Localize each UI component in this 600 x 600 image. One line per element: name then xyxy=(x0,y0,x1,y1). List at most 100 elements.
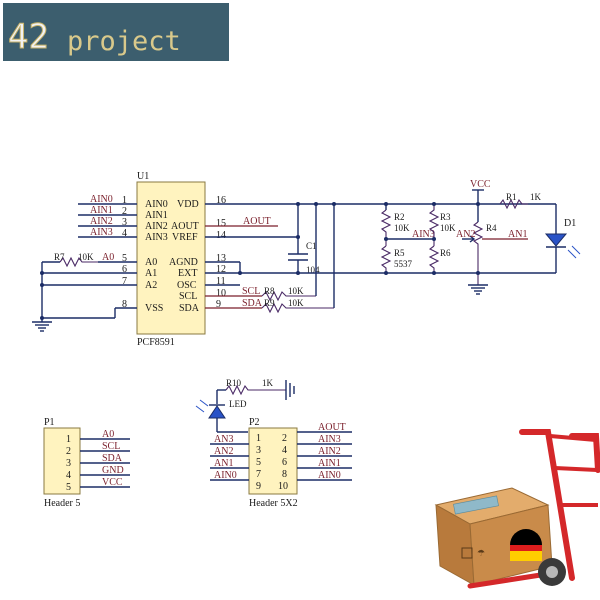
u1-pin12-name: EXT xyxy=(178,268,197,279)
r2-value: 10K xyxy=(394,223,410,233)
u1-pin11-name: OSC xyxy=(177,280,197,291)
trolley-handle-left xyxy=(519,429,575,581)
u1-pin5-net: A0 xyxy=(102,252,114,263)
trolley-crossbar-top xyxy=(549,434,597,442)
u1-left-pins xyxy=(42,203,137,309)
u1-pin9-num: 9 xyxy=(216,299,221,310)
vcc-label: VCC xyxy=(470,179,491,190)
flag-red-band xyxy=(510,545,542,551)
u1-pin1-num: 1 xyxy=(122,195,127,206)
logo-background xyxy=(3,3,229,61)
p2-row2-lnet: AN3 xyxy=(214,434,233,445)
u1-pin4-net: AIN3 xyxy=(90,227,113,238)
u1-pin1-net: AIN0 xyxy=(90,194,113,205)
u1-pin11-num: 11 xyxy=(216,276,226,287)
p1-pin3-net: SDA xyxy=(102,453,123,464)
r4-potentiometer xyxy=(472,221,484,285)
d1-ref: D1 xyxy=(564,218,576,229)
u1-pin15-name: AOUT xyxy=(171,221,199,232)
sensor-network: R2 10K R5 5537 AIN3 R3 10K R6 AN2 R4 AN1… xyxy=(380,179,581,295)
u1-chip: U1 PCF8591 AIN0 AIN1 AIN2 AIN3 A0 1 2 3 … xyxy=(42,171,226,348)
u1-pin3-net: AIN2 xyxy=(90,216,113,227)
brand-logo: 42 project xyxy=(3,3,229,61)
p2-row3-rnet: AIN2 xyxy=(318,446,341,457)
u1-pin12-num: 12 xyxy=(216,264,226,275)
p2-pin2: 2 xyxy=(282,433,287,444)
p2-row5-rnet: AIN0 xyxy=(318,470,341,481)
u1-ref: U1 xyxy=(137,171,149,182)
led-light-arrows xyxy=(195,399,209,413)
p1-pin1-net: A0 xyxy=(102,429,114,440)
p1-body xyxy=(43,427,81,495)
u1-pin4-num: 4 xyxy=(122,228,127,239)
r10-resistor xyxy=(225,384,286,396)
r3-ref: R3 xyxy=(440,212,451,222)
u1-pin8-num: 8 xyxy=(122,299,127,310)
p2-pin1: 1 xyxy=(256,433,261,444)
umbrella-icon: ☂ xyxy=(477,549,485,559)
p1-name: Header 5 xyxy=(44,498,80,509)
u1-pin6-num: 6 xyxy=(122,264,127,275)
u1-pin5-name: A0 xyxy=(145,257,157,268)
p1-pin3-num: 3 xyxy=(66,458,71,469)
r1-ref: R1 xyxy=(506,192,517,202)
scl-net-label: SCL xyxy=(242,286,260,297)
u1-pin16-num: 16 xyxy=(216,195,226,206)
u1-part: PCF8591 xyxy=(137,337,175,348)
p2-name: Header 5X2 xyxy=(249,498,298,509)
c1-value: 104 xyxy=(306,265,320,275)
p2-row4-rnet: AIN1 xyxy=(318,458,341,469)
p2-pin10: 10 xyxy=(278,481,288,492)
ground-symbol-left xyxy=(32,321,52,332)
trolley-handle-right xyxy=(569,433,600,473)
p2-row1-rnet: AOUT xyxy=(318,422,346,433)
u1-body xyxy=(136,181,206,335)
led-circuit: R10 1K LED xyxy=(195,378,295,433)
p1-ref: P1 xyxy=(44,417,55,428)
r7-ref: R7 xyxy=(54,252,65,262)
u1-pin8-name: VSS xyxy=(145,303,163,314)
p2-body xyxy=(248,427,298,495)
p2-pin3: 3 xyxy=(256,445,261,456)
p2-header: P2 Header 5X2 AN3 AN2 AN1 AIN0 1 3 5 7 9… xyxy=(210,417,352,509)
ground-symbol-right xyxy=(468,284,488,295)
u1-pin3-num: 3 xyxy=(122,217,127,228)
p2-pin9: 9 xyxy=(256,481,261,492)
aout-net-label: AOUT xyxy=(243,216,271,227)
r4-ref: R4 xyxy=(486,223,497,233)
p2-pin4: 4 xyxy=(282,445,287,456)
p2-pin5: 5 xyxy=(256,457,261,468)
r5-ref: R5 xyxy=(394,248,405,258)
u1-pin2-num: 2 xyxy=(122,206,127,217)
led-symbol xyxy=(208,405,226,419)
r3-value: 10K xyxy=(440,223,456,233)
led-ref: LED xyxy=(229,399,247,409)
d1-led-symbol xyxy=(544,233,568,247)
p1-pin4-num: 4 xyxy=(66,470,71,481)
logo-word: project xyxy=(67,26,181,57)
p1-pin5-net: VCC xyxy=(102,477,123,488)
r9-value: 10K xyxy=(288,298,304,308)
p2-row5-lnet: AIN0 xyxy=(214,470,237,481)
u1-pin3-name: AIN2 xyxy=(145,221,168,232)
r6-ref: R6 xyxy=(440,248,451,258)
r8-ref: R8 xyxy=(264,286,275,296)
u1-pin7-name: A2 xyxy=(145,280,157,291)
r8-resistor xyxy=(261,290,316,302)
logo-number: 42 xyxy=(8,17,49,57)
c1-ref: C1 xyxy=(306,241,317,251)
an1-net-label: AN1 xyxy=(508,229,527,240)
r10-value: 1K xyxy=(262,378,274,388)
p2-row4-lnet: AN1 xyxy=(214,458,233,469)
d1-light-arrows xyxy=(567,245,581,259)
p2-row3-lnet: AN2 xyxy=(214,446,233,457)
p1-pin2-num: 2 xyxy=(66,446,71,457)
an2-net-label: AN2 xyxy=(456,229,475,240)
u1-pin2-name: AIN1 xyxy=(145,210,168,221)
r5-resistor xyxy=(380,245,392,273)
u1-pin1-name: AIN0 xyxy=(145,199,168,210)
p1-pin2-net: SCL xyxy=(102,441,120,452)
u1-pin9-name: SDA xyxy=(179,303,200,314)
r8-value: 10K xyxy=(288,286,304,296)
r1-resistor xyxy=(499,198,528,210)
